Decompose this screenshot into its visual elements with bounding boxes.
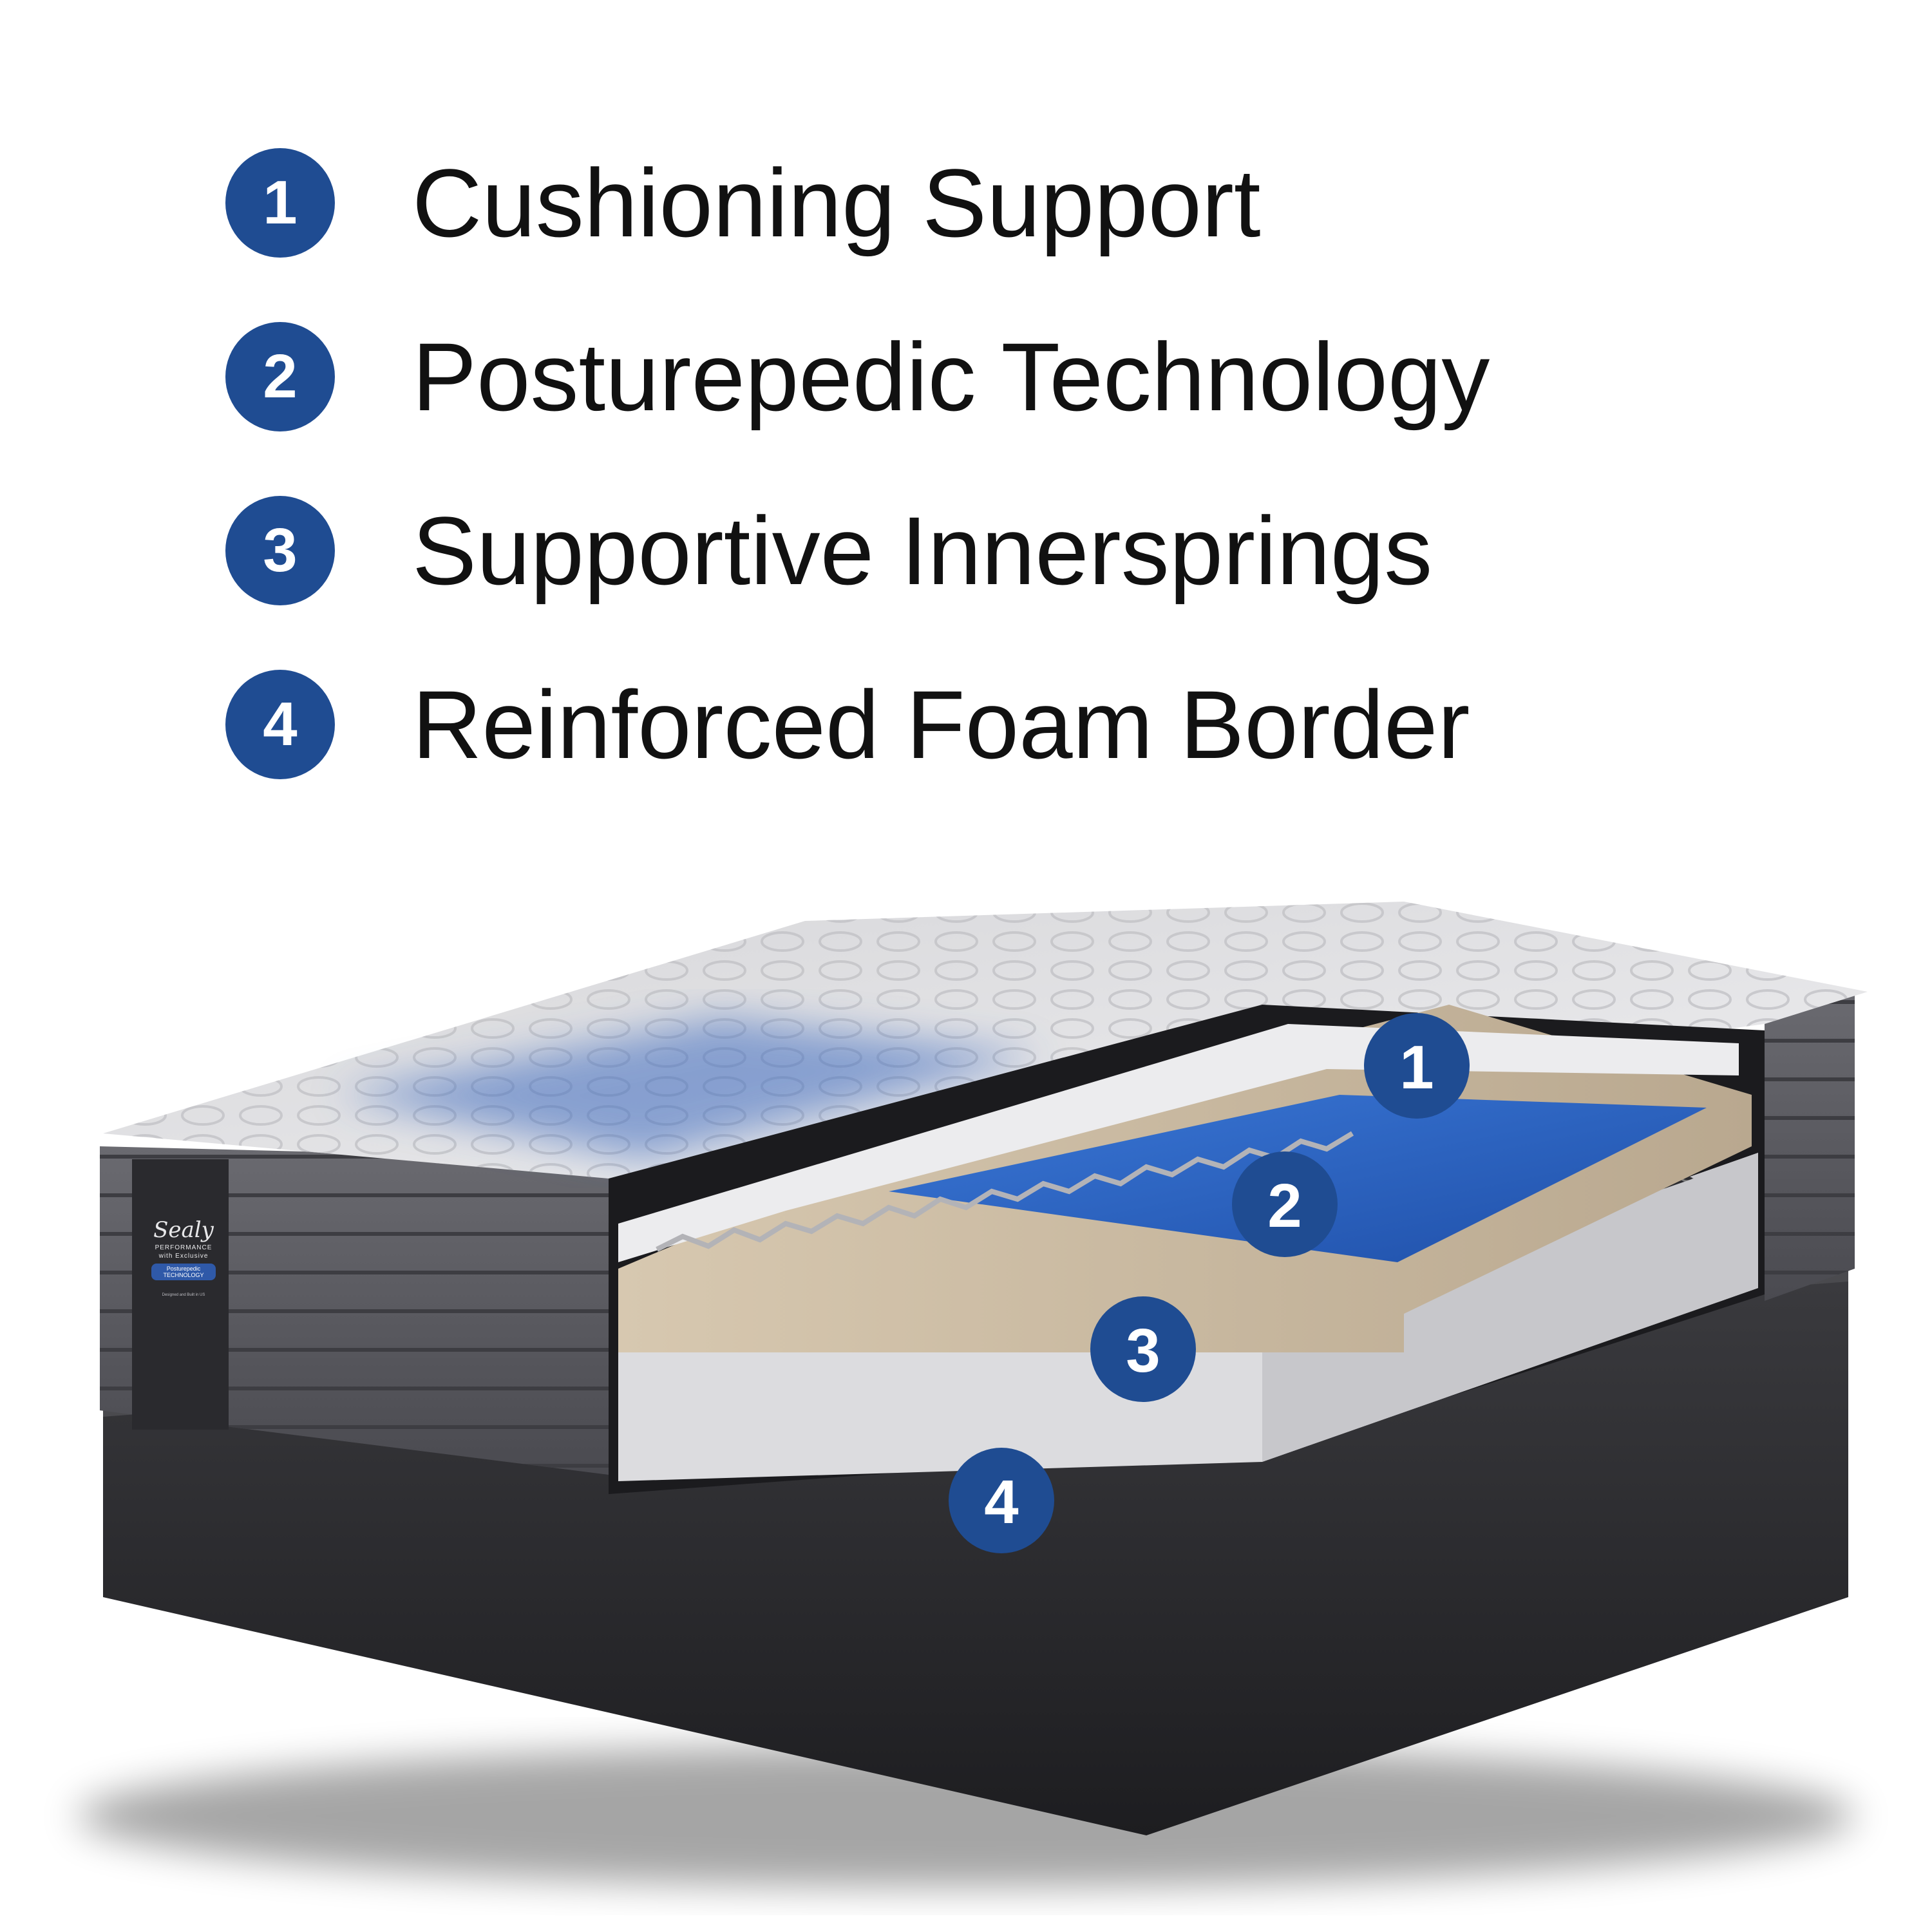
legend-item-4: 4 Reinforced Foam Border [225, 670, 1835, 799]
callout-label-3: 3 [1126, 1316, 1160, 1385]
number-badge-3: 3 [225, 496, 335, 605]
cushioning-foam-layer [618, 1024, 1739, 1262]
legend-item-2: 2 Posturepedic Technology [225, 322, 1835, 451]
legend-label-4: Reinforced Foam Border [412, 670, 1470, 779]
brand-label: Sealy PERFORMANCE with Exclusive Posture… [138, 1217, 229, 1297]
brand-label-panel [132, 1159, 229, 1430]
legend-label-3: Supportive Innersprings [412, 497, 1433, 605]
callout-label-1: 1 [1399, 1033, 1434, 1102]
callout-label-4: 4 [984, 1468, 1018, 1537]
callout-badge-3 [1090, 1296, 1196, 1402]
brand-logo: Sealy [153, 1217, 214, 1243]
callout-badge-2 [1232, 1151, 1338, 1257]
floor-shadow [77, 1745, 1855, 1887]
top-blue-glow [335, 1018, 1043, 1159]
mattress-right-quilting [1765, 992, 1855, 1301]
legend-item-3: 3 Supportive Innersprings [225, 496, 1835, 625]
foam-border-layer [618, 1153, 1758, 1481]
brand-foot: Designed and Built in US [162, 1293, 205, 1297]
brand-tag: Posturepedic TECHNOLOGY [151, 1264, 216, 1280]
callout-label-2: 2 [1267, 1171, 1302, 1240]
legend-item-1: 1 Cushioning Support [225, 148, 1835, 277]
number-badge-1: 1 [225, 148, 335, 258]
brand-with: with Exclusive [158, 1253, 209, 1260]
number-badge-2: 2 [225, 322, 335, 431]
number-badge-4: 4 [225, 670, 335, 779]
convoluted-foam-edge [656, 1131, 1354, 1252]
legend-label-1: Cushioning Support [412, 149, 1261, 257]
callout-badge-4 [949, 1448, 1054, 1553]
foam-border-side [1262, 1153, 1758, 1462]
legend-label-2: Posturepedic Technology [412, 323, 1490, 431]
callout-badge-1 [1364, 1013, 1470, 1119]
brand-line: PERFORMANCE [155, 1244, 213, 1251]
